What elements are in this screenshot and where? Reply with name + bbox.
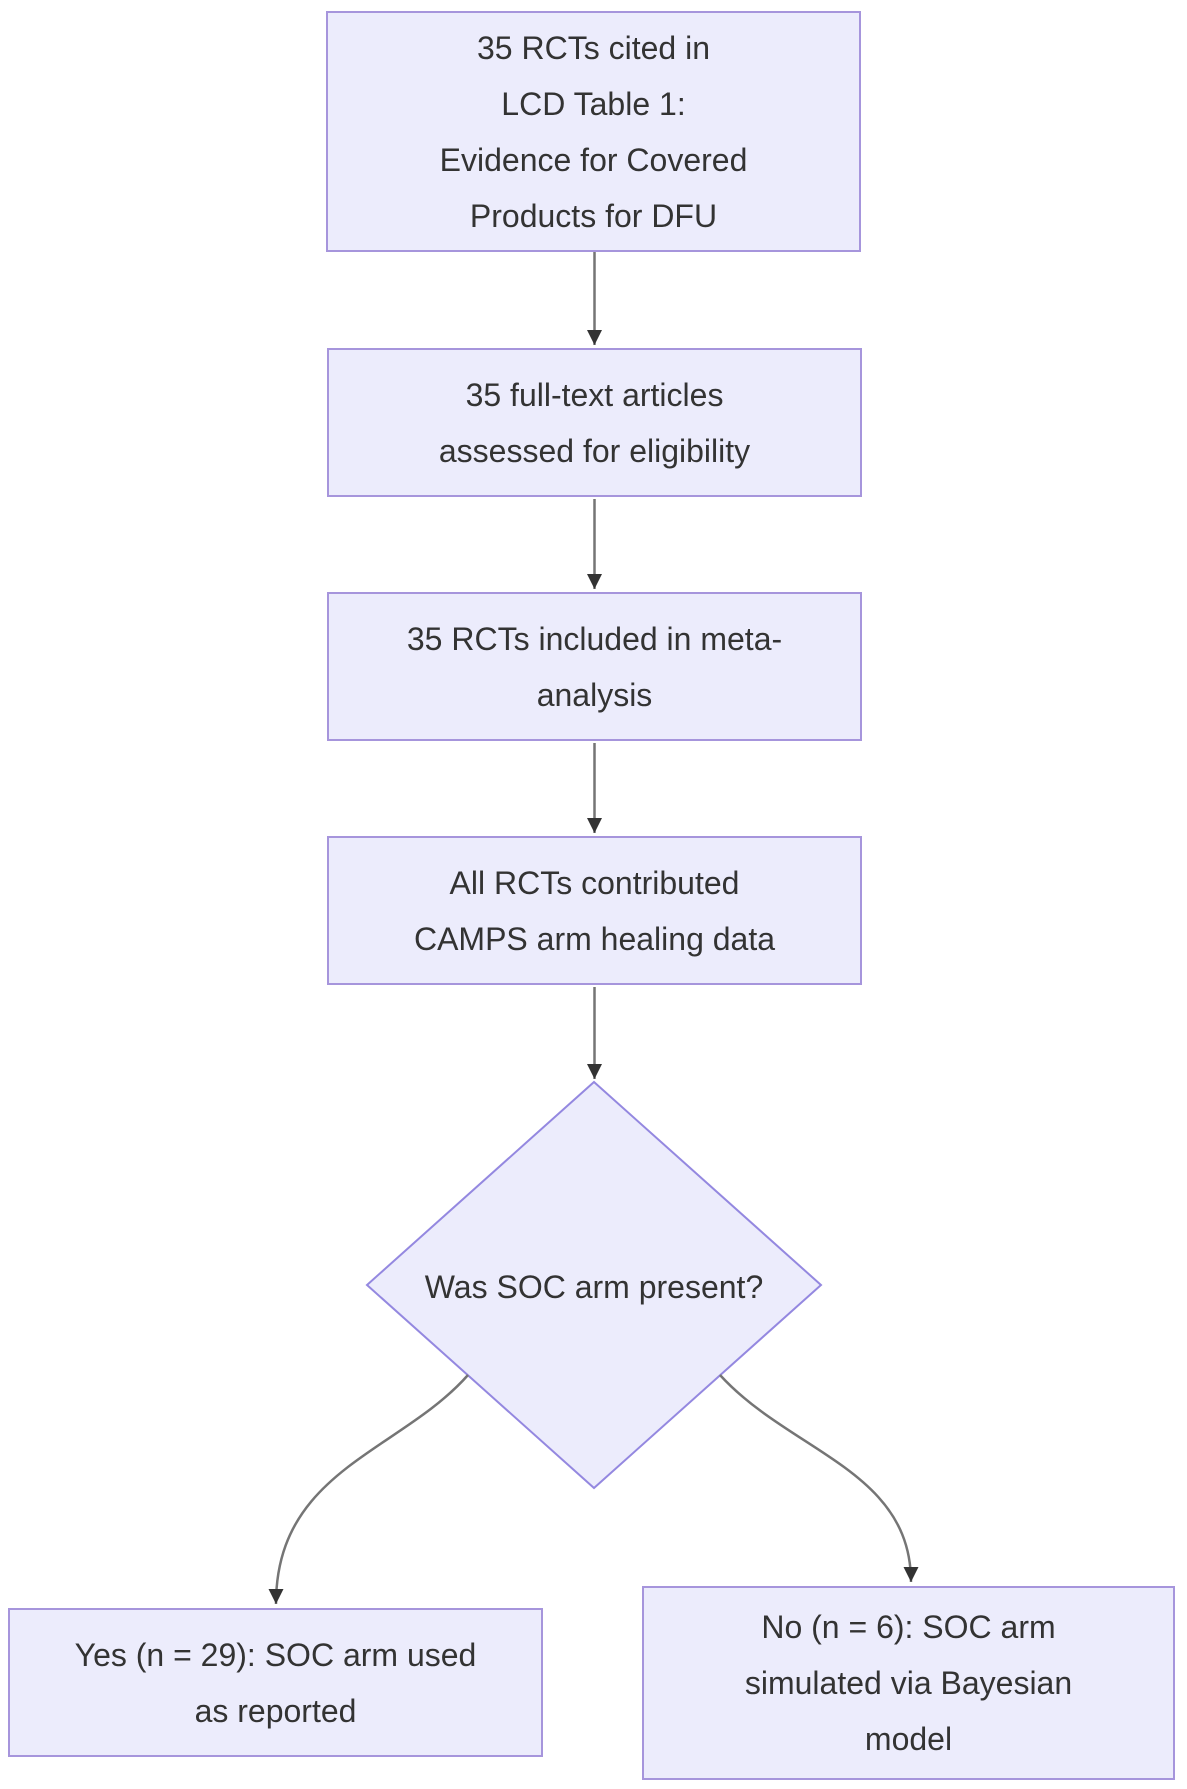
decision-soc-arm-present: Was SOC arm present?: [374, 1231, 814, 1343]
node-camps-contributed: All RCTs contributed CAMPS arm healing d…: [327, 836, 862, 985]
node-text-line: simulated via Bayesian: [744, 1665, 1073, 1701]
node-fulltext-assessed: 35 full-text articles assessed for eligi…: [327, 348, 862, 497]
node-text-line: model: [864, 1721, 953, 1757]
node-text-line: 35 full-text articles: [465, 376, 724, 413]
node-text-line: as reported: [194, 1692, 357, 1729]
node-text-line: No (n = 6): SOC arm: [761, 1609, 1056, 1645]
arrow-decision-to-yes: [268, 1374, 469, 1605]
node-no-soc-simulated: No (n = 6): SOC arm simulated via Bayesi…: [642, 1586, 1175, 1780]
node-text-line: analysis: [536, 676, 653, 713]
node-text-line: 35 RCTs included in meta-: [406, 620, 783, 657]
node-text-line: CAMPS arm healing data: [413, 920, 776, 957]
decision-diamond-shape: [365, 1080, 823, 1490]
node-rcts-cited: 35 RCTs cited in LCD Table 1: Evidence f…: [326, 11, 861, 252]
node-text-line: LCD Table 1:: [501, 85, 686, 122]
node-yes-soc-reported: Yes (n = 29): SOC arm used as reported: [8, 1608, 543, 1757]
node-text-line: All RCTs contributed: [449, 864, 740, 901]
arrow-decision-to-no: [719, 1374, 919, 1583]
node-text-line: assessed for eligibility: [438, 432, 751, 469]
node-included-meta-analysis: 35 RCTs included in meta- analysis: [327, 592, 862, 741]
node-text-line: Products for DFU: [469, 197, 718, 234]
node-text-line: 35 RCTs cited in: [477, 29, 710, 66]
node-text-line: Yes (n = 29): SOC arm used: [74, 1636, 477, 1673]
decision-text: Was SOC arm present?: [424, 1269, 764, 1305]
node-text-line: Evidence for Covered: [439, 141, 748, 178]
